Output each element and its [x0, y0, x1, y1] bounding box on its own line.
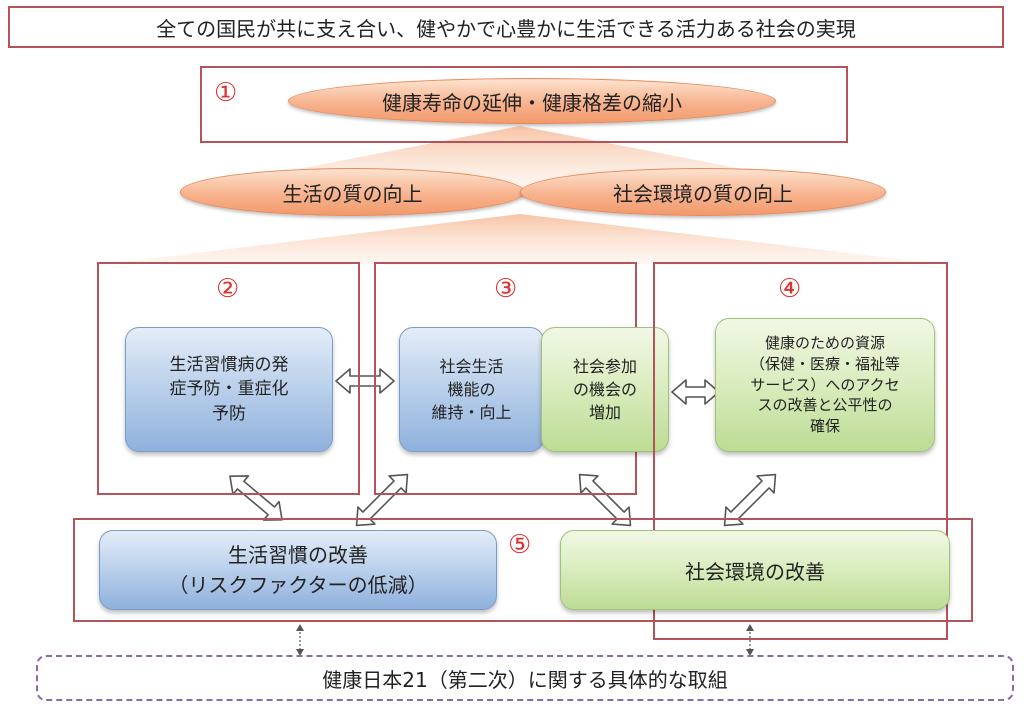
arrow-4-environment — [723, 473, 777, 527]
social-participation-box: 社会参加 の機会の 増加 — [541, 327, 669, 452]
vision-text: 全ての国民が共に支え合い、健やかで心豊かに生活できる活力ある社会の実現 — [156, 16, 856, 41]
lifestyle-improvement-box: 生活習慣の改善 （リスクファクターの低減） — [99, 530, 497, 610]
footer-text: 健康日本21（第二次）に関する具体的な取組 — [322, 667, 728, 692]
disease-prevention-line2: 症予防・重症化 — [169, 379, 289, 400]
social-function-line1: 社会生活 — [439, 356, 504, 376]
social-function-line3: 維持・向上 — [431, 403, 512, 423]
health-resources-line1: 健康のための資源 — [764, 334, 885, 353]
social-participation-line2: の機会の — [572, 379, 637, 399]
footer-box: 健康日本21（第二次）に関する具体的な取組 — [36, 655, 1014, 701]
social-participation-line3: 増加 — [588, 403, 621, 423]
quality-society-text: 社会環境の質の向上 — [613, 181, 793, 206]
funnel-lower — [105, 214, 940, 264]
section-1-frame — [200, 66, 848, 143]
health-resources-box: 健康のための資源 （保健・医療・福祉等 サービス）へのアクセ スの改善と公平性の… — [715, 318, 935, 452]
arrow-3-lifestyle — [355, 473, 409, 527]
disease-prevention-line3: 予防 — [212, 403, 246, 424]
section-5-frame — [73, 518, 973, 622]
health-resources-line5: 確保 — [809, 417, 840, 436]
quality-society-oval: 社会環境の質の向上 — [520, 168, 886, 216]
health-resources-line2: （保健・医療・福祉等 — [749, 354, 900, 373]
disease-prevention-box: 生活習慣病の発 症予防・重症化 予防 — [125, 327, 333, 452]
health-resources-line3: サービス）へのアクセ — [750, 375, 900, 394]
section-3-number: ③ — [494, 274, 518, 304]
goal-text: 健康寿命の延伸・健康格差の縮小 — [382, 90, 682, 115]
arrow-3-environment — [578, 473, 632, 527]
section-2-number: ② — [216, 274, 240, 304]
social-function-line2: 機能の — [447, 379, 496, 399]
quality-life-text: 生活の質の向上 — [282, 181, 423, 206]
quality-life-oval: 生活の質の向上 — [180, 168, 525, 216]
lifestyle-improvement-line2: （リスクファクターの低減） — [168, 573, 428, 597]
environment-improvement-text: 社会環境の改善 — [685, 559, 825, 584]
section-2-frame — [97, 262, 360, 495]
health-resources-line4: スの改善と公平性の — [757, 396, 893, 415]
social-participation-line1: 社会参加 — [572, 356, 637, 376]
section-4-number: ④ — [778, 274, 802, 304]
arrow-2-3 — [335, 368, 395, 394]
disease-prevention-line1: 生活習慣病の発 — [169, 354, 289, 375]
lifestyle-improvement-line1: 生活習慣の改善 — [227, 543, 368, 567]
section-5-number: ⑤ — [508, 530, 532, 560]
goal-oval: 健康寿命の延伸・健康格差の縮小 — [288, 78, 776, 124]
vision-banner: 全ての国民が共に支え合い、健やかで心豊かに生活できる活力ある社会の実現 — [8, 6, 1004, 48]
environment-improvement-box: 社会環境の改善 — [560, 530, 950, 610]
section-4-frame — [653, 262, 948, 640]
section-1-number: ① — [214, 78, 238, 108]
social-function-box: 社会生活 機能の 維持・向上 — [399, 327, 544, 452]
